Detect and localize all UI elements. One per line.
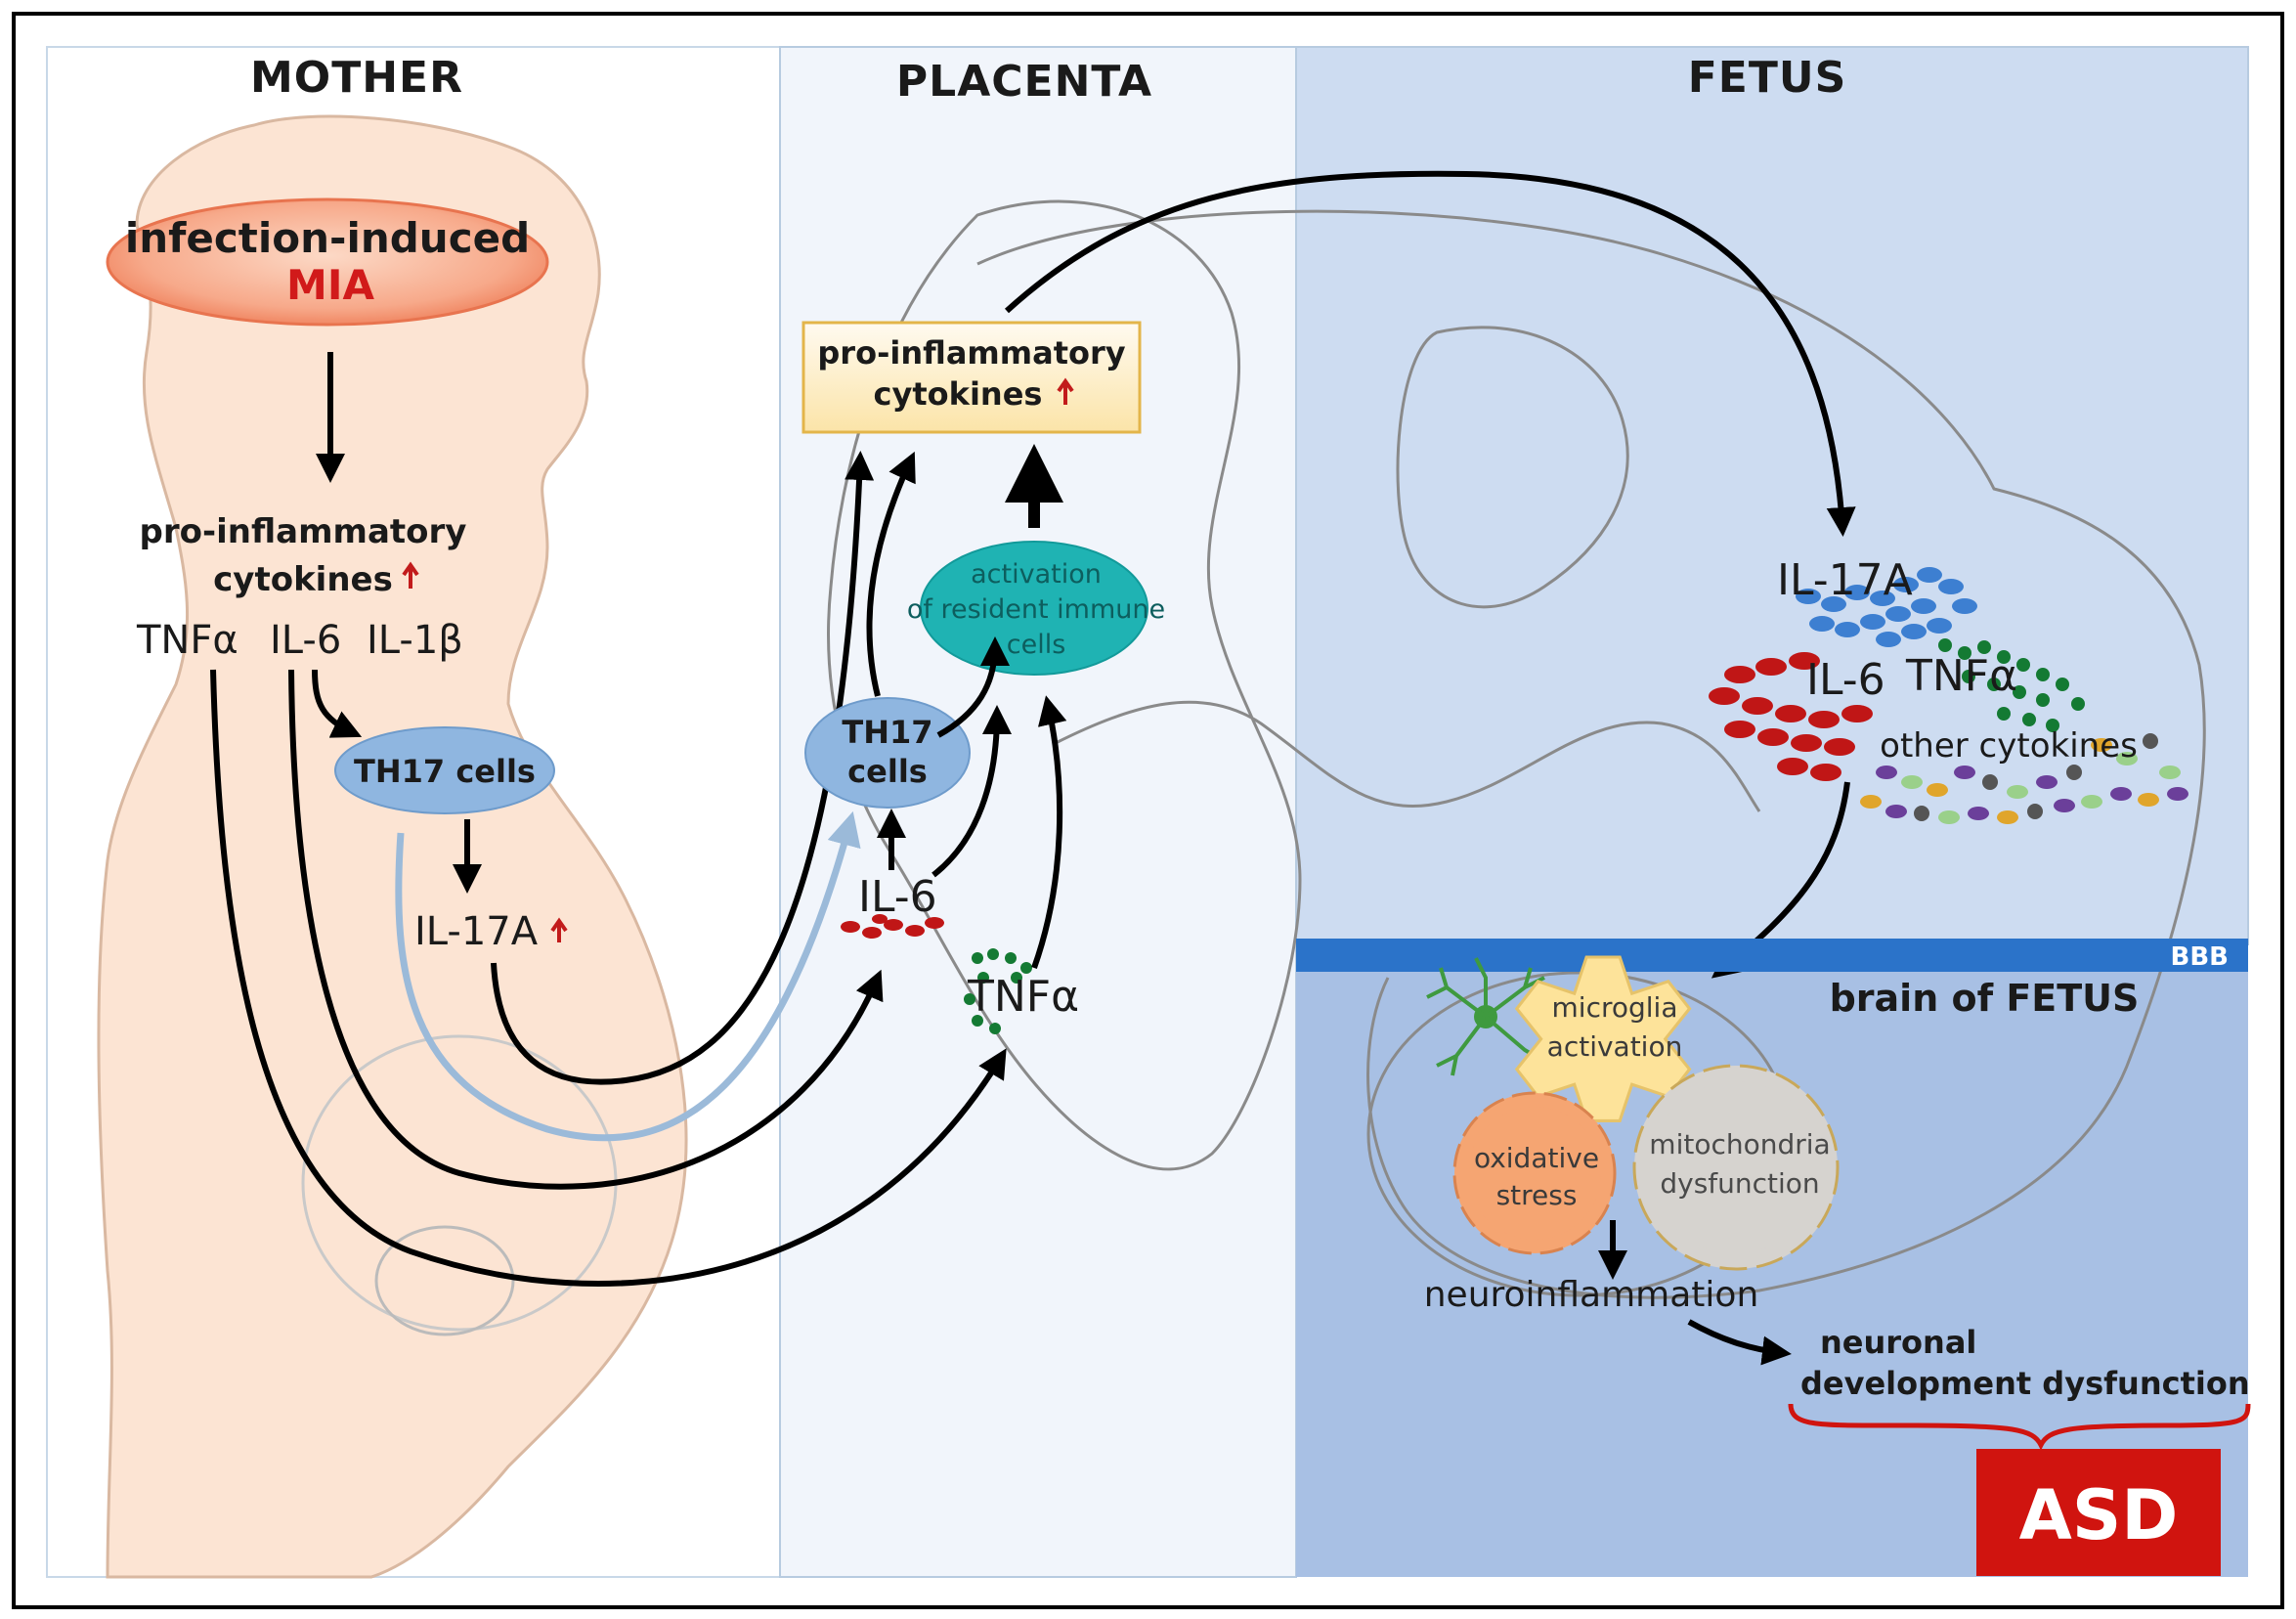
placenta-cytokines-box (801, 321, 1142, 434)
fetus-panel (1295, 46, 2249, 945)
mia-label-line1: infection-induced (125, 214, 530, 262)
placenta-th17-line2: cells (847, 753, 928, 790)
activation-line3: cells (1007, 630, 1066, 660)
oxidative-line1: oxidative (1474, 1142, 1599, 1174)
fetus-il6: IL-6 (1806, 655, 1885, 705)
fetus-tnf: TNFα (1905, 651, 2017, 701)
mother-cytokines-line1: pro-inflammatory (140, 512, 467, 551)
placenta-outline (827, 199, 1302, 1171)
asd-box (1976, 1449, 2221, 1576)
fetus-other-dots (1860, 733, 2188, 824)
mother-th17-node (334, 726, 555, 814)
umbilical-cord (1055, 700, 1761, 812)
arrow-th17-to-placenta-th17 (395, 810, 861, 1142)
bbb-barrier (1296, 939, 2248, 972)
neuroinflammation-label: neuroinflammation (1424, 1275, 1759, 1315)
mother-il1b: IL-1β (367, 618, 463, 663)
arrow-tnf-to-activation (1031, 695, 1067, 970)
placenta-tnf-dots (964, 948, 1032, 1034)
arrow-placenta-to-fetus (1004, 170, 1856, 537)
bbb-label: BBB (2171, 942, 2229, 972)
placenta-up-arrow-icon (1057, 377, 1074, 405)
mother-cytokines-line2: cytokines (213, 560, 393, 599)
mother-il6: IL-6 (270, 618, 341, 663)
arrow-il6-to-placenta-il6 (288, 669, 884, 1190)
microglia-gear (1514, 955, 1692, 1122)
oxidative-line2: stress (1496, 1179, 1578, 1211)
neuronal-line1: neuronal (1820, 1324, 1976, 1361)
microglia-line2: activation (1547, 1030, 1683, 1063)
placenta-cytokines-line2: cytokines (874, 375, 1043, 413)
mitochondria-gear (1632, 1064, 1840, 1271)
activation-line1: activation (971, 559, 1102, 590)
placenta-il6-dots (841, 914, 944, 939)
mother-silhouette (97, 114, 688, 1579)
mia-label-line2: MIA (286, 261, 374, 309)
fetus-il6-dots (1709, 652, 1873, 781)
fetal-head-outline (976, 209, 2206, 1299)
fetus-header: FETUS (1688, 53, 1847, 103)
mother-tnf: TNFα (136, 618, 238, 663)
mia-node (106, 197, 549, 327)
neuronal-line2: development dysfunction (1800, 1365, 2250, 1402)
activation-line2: of resident immune (907, 594, 1165, 625)
brain-of-fetus-label: brain of FETUS (1830, 977, 2140, 1020)
fetus-other-cytokines: other cytokines (1880, 726, 2138, 766)
fetus-il17a-dots (1796, 567, 1977, 647)
mother-th17-label: TH17 cells (354, 753, 536, 790)
arrow-il6-to-th17 (312, 669, 363, 738)
oxidative-gear (1452, 1091, 1617, 1255)
arrow-to-neuronal-dysfunction (1687, 1319, 1792, 1366)
placenta-panel (779, 46, 1297, 1578)
fetus-body-outline (374, 1225, 515, 1336)
fetus-il17a: IL-17A (1777, 555, 1913, 605)
mother-header: MOTHER (250, 53, 463, 103)
fetus-tnf-dots (1938, 638, 2085, 732)
placenta-header: PLACENTA (896, 57, 1152, 107)
mother-il17a: IL-17A (414, 909, 539, 954)
placenta-cytokines-line1: pro-inflammatory (817, 334, 1125, 372)
microglia-line1: microglia (1552, 991, 1678, 1024)
placenta-th17-node (804, 697, 971, 809)
neuronal-bracket (1788, 1403, 2251, 1451)
mito-line2: dysfunction (1660, 1167, 1819, 1200)
arrow-placenta-th17-to-cytokines (866, 451, 916, 697)
mito-line1: mitochondria (1649, 1128, 1830, 1160)
placenta-tnf: TNFα (967, 972, 1079, 1022)
arrow-il6-to-activation (931, 705, 1012, 878)
il17a-up-arrow-icon (550, 917, 568, 942)
placenta-il6: IL-6 (858, 872, 937, 922)
asd-label: ASD (2019, 1475, 2179, 1555)
mother-up-arrow-icon (402, 561, 419, 589)
activation-node (920, 541, 1148, 676)
fetal-body-outline (1396, 326, 1629, 609)
arrow-tnf-to-placenta-tnf (210, 669, 1007, 1287)
arrow-placenta-th17-to-activation (936, 636, 1010, 738)
placenta-th17-line1: TH17 (842, 714, 932, 751)
